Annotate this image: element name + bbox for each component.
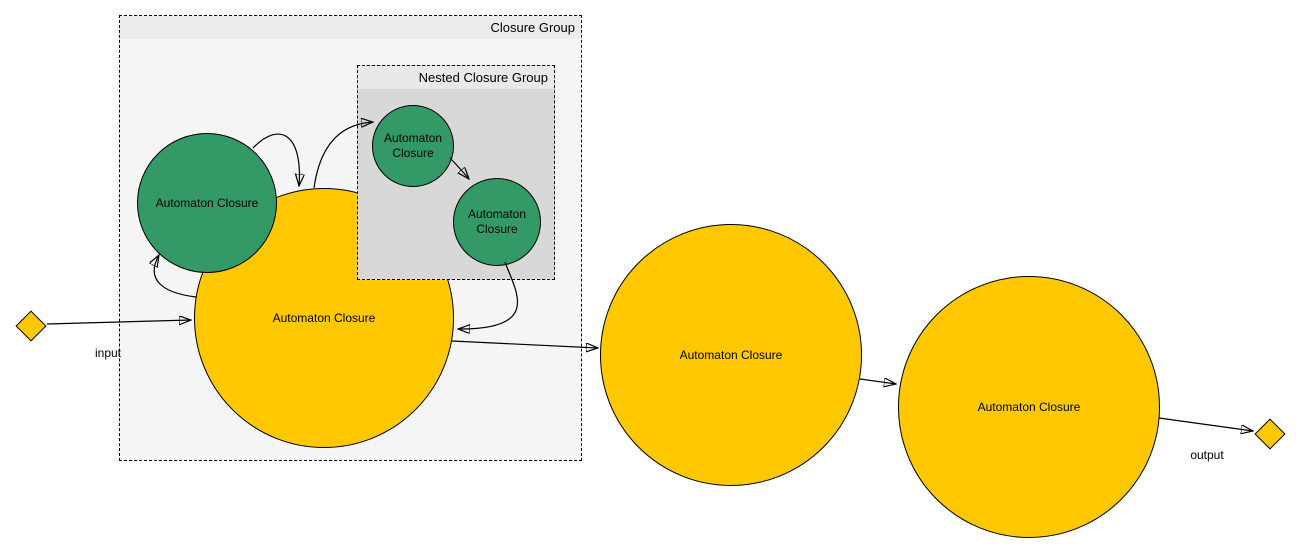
node-automaton-closure-chain-2: Automaton Closure bbox=[898, 276, 1160, 538]
input-terminal-diamond bbox=[15, 310, 47, 342]
node-automaton-closure-nested-2: Automaton Closure bbox=[453, 178, 541, 266]
edge-label-input: input bbox=[94, 346, 122, 360]
node-label: Automaton Closure bbox=[977, 399, 1081, 414]
node-label: Automaton Closure bbox=[155, 195, 259, 210]
node-automaton-closure-main-green: Automaton Closure bbox=[137, 133, 277, 273]
node-label: Automaton Closure bbox=[467, 207, 527, 236]
node-label: Automaton Closure bbox=[679, 347, 783, 362]
edge-label-output: output bbox=[1190, 448, 1224, 462]
node-automaton-closure-nested-1: Automaton Closure bbox=[372, 105, 454, 187]
edge-chain-yellow-1-to-chain-yellow-2 bbox=[859, 379, 896, 384]
node-label: Automaton Closure bbox=[383, 131, 443, 160]
output-terminal-diamond bbox=[1254, 418, 1286, 450]
node-automaton-closure-chain-1: Automaton Closure bbox=[600, 224, 862, 486]
edge-chain-yellow-2-to-output bbox=[1158, 417, 1253, 431]
node-label: Automaton Closure bbox=[272, 310, 376, 325]
nested-closure-group-title: Nested Closure Group bbox=[358, 66, 554, 89]
closure-group-title: Closure Group bbox=[120, 16, 581, 39]
